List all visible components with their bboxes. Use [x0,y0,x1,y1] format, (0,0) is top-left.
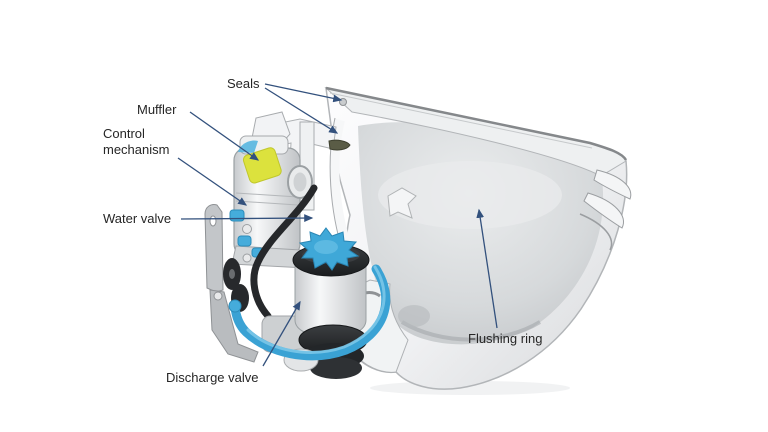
rim-section-hook-1 [593,169,632,200]
control-body-groove-1 [235,192,299,198]
bowl-water-sheen [378,161,562,229]
leader-seals-2 [264,87,339,134]
bracket-lower-arm [209,289,259,363]
leader-flushing-ring [476,208,498,329]
label-seals: Seals [227,76,260,91]
label-water-valve: Water valve [103,211,172,226]
rim-section-hook-3 [579,213,613,251]
label-muffler: Muffler [137,102,177,117]
leader-muffler [189,111,260,161]
leader-lines [177,83,498,367]
bracket-hole [209,215,217,227]
trap-opening-shadow [398,305,430,327]
flush-pipe [230,264,391,361]
bellows-ring-bottom [310,357,362,379]
label-control-mechanism: Control mechanism [103,126,170,157]
seal-lower [328,139,351,151]
flush-pipe-elbow [228,299,242,313]
rim-back-edge [325,86,628,161]
label-flushing-ring: Flushing ring [468,331,543,346]
body-bolt-1 [242,224,252,234]
roller-hub [229,269,235,279]
rim-section-hook-2 [583,192,624,229]
bracket-bolt [213,291,223,301]
leader-water-valve [180,214,314,222]
leader-control-mechanism [177,157,248,206]
side-port-inner [293,172,307,192]
rubber-hose [250,184,318,320]
body-bolt-2 [242,253,252,263]
label-discharge-valve: Discharge valve [166,370,259,385]
flush-distributor [387,187,417,219]
leader-discharge-valve [262,300,301,367]
valve-cap-center [314,240,338,254]
water-fitting-1 [229,209,245,222]
leader-seals-1 [264,83,343,103]
bowl-inner-shadow [400,320,542,342]
flush-pipe-highlight [246,265,386,354]
rim-back-edge-inner [329,92,593,149]
water-fitting-2 [237,235,252,247]
